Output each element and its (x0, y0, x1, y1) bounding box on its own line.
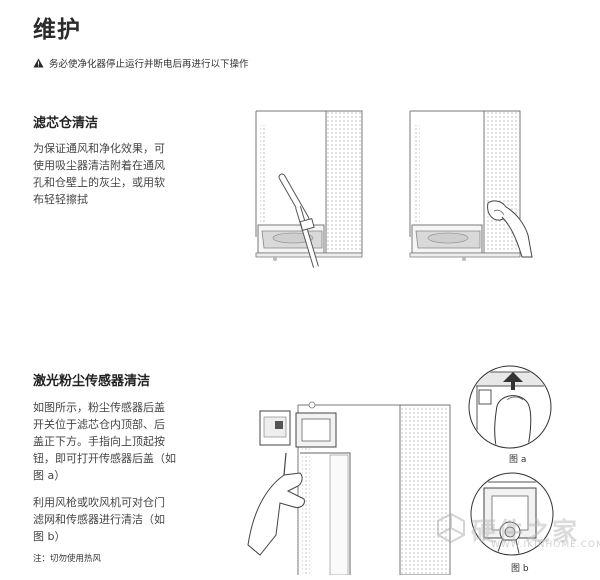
text-line: 利用风枪或吹风机可对仓门 (33, 496, 165, 509)
text-line: 开关位于滤芯仓内顶部、后 (33, 418, 165, 431)
detail-circle-a (467, 364, 553, 454)
note-no-hot-air: 注：切勿使用热风 (33, 554, 102, 564)
caption-a: 图 a (509, 455, 527, 465)
text-line: 图 b） (33, 530, 66, 543)
warning-notice: 务必使净化器停止运行并断电后再进行以下操作 (33, 56, 249, 70)
watermark-text: 硬件之家 (471, 517, 580, 546)
illustration-vacuum-cleaning (246, 107, 376, 283)
text-line: 布轻轻擦拭 (33, 193, 88, 206)
text-line: 如图所示，粉尘传感器后盖 (33, 401, 165, 414)
text-line: 孔和仓壁上的灰尘，或用软 (33, 176, 165, 189)
text-line: 图 a） (33, 469, 66, 482)
section-title-filter-clean: 滤芯仓清洁 (33, 116, 99, 131)
detail-circle-b (470, 470, 554, 562)
watermark-url: WWW.IKINHOME.COM (491, 540, 600, 550)
watermark: 硬件之家 (437, 512, 579, 548)
illustration-cloth-wiping (402, 107, 534, 283)
illustration-sensor-cover (240, 395, 460, 579)
warning-triangle-icon (33, 58, 44, 68)
text-line: 滤网和传感器进行清洁（如 (33, 513, 165, 526)
text-line: 钮，即可打开传感器后盖（如 (33, 452, 176, 465)
section-body-filter-clean: 为保证通风和净化效果，可 使用吸尘器清洁附着在通风 孔和仓壁上的灰尘，或用软 布… (33, 140, 191, 208)
warning-text: 务必使净化器停止运行并断电后再进行以下操作 (49, 59, 249, 70)
page-title: 维护 (33, 17, 81, 43)
text-line: 盖正下方。手指向上顶起按 (33, 435, 165, 448)
section-title-sensor-clean: 激光粉尘传感器清洁 (33, 374, 151, 389)
cube-logo-icon (437, 512, 465, 547)
caption-b: 图 b (511, 564, 529, 574)
text-line: 为保证通风和净化效果，可 (33, 142, 165, 155)
section-body-sensor-open: 如图所示，粉尘传感器后盖 开关位于滤芯仓内顶部、后 盖正下方。手指向上顶起按 钮… (33, 399, 191, 484)
text-line: 使用吸尘器清洁附着在通风 (33, 159, 165, 172)
section-body-sensor-blow: 利用风枪或吹风机可对仓门 滤网和传感器进行清洁（如 图 b） (33, 494, 191, 545)
